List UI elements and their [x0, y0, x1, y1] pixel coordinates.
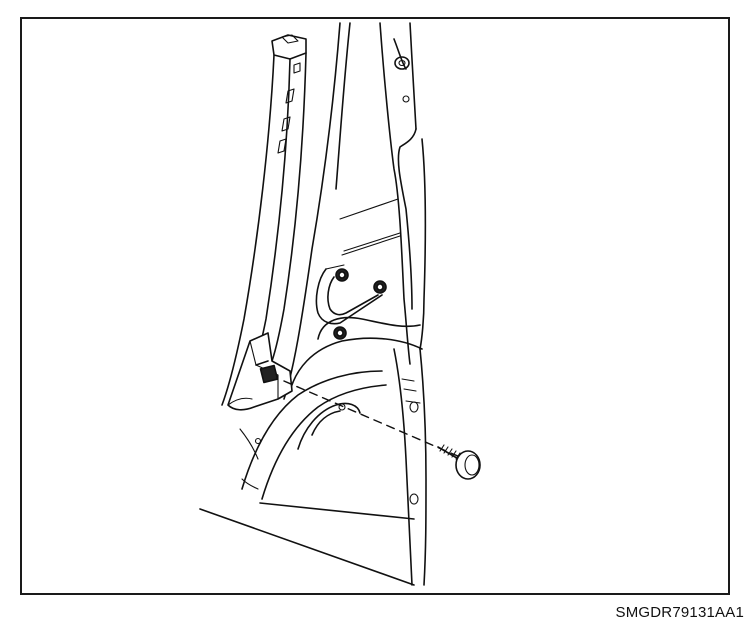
screw: [437, 444, 481, 480]
pillar-trim-molding: [221, 34, 307, 411]
pillar-trim-diagram: [199, 22, 481, 586]
figure-caption: SMGDR79131AA1: [615, 604, 744, 621]
diagram-frame: [20, 17, 730, 595]
alignment-line: [283, 380, 461, 458]
body-pillar-panel: [199, 22, 427, 586]
